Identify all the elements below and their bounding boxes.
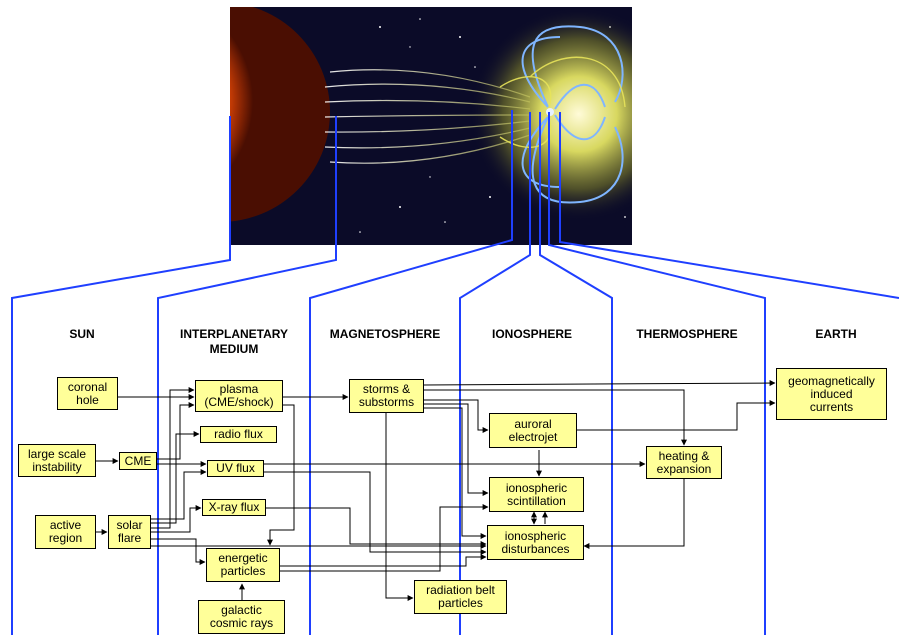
arrow-storms-auroral (424, 399, 489, 433)
magnetosphere-region-line (309, 110, 513, 635)
arrow-cme-plasma (157, 402, 195, 460)
box-active-region: active region (35, 515, 96, 549)
arrow-storms-geo (423, 380, 776, 387)
arrow-xray-dist (266, 507, 487, 547)
box-energetic-particles: energetic particles (206, 548, 280, 582)
box-uv-flux: UV flux (207, 460, 264, 477)
region-header-sun: SUN (69, 327, 95, 341)
box-cme: CME (119, 452, 157, 470)
box-galactic-cosmic-rays: galactic cosmic rays (198, 600, 285, 634)
thermosphere-region-line (539, 112, 613, 635)
arrow-energetic-scint (280, 504, 489, 572)
magnetic-field-lines (521, 25, 624, 204)
box-plasma: plasma (CME/shock) (195, 380, 283, 412)
arrow-storms-radbelt (385, 413, 414, 601)
arrow-energetic-dist (280, 554, 487, 567)
arrow-flare-radio (151, 431, 200, 524)
earth-region-line-a (548, 112, 766, 635)
region-header-interplanetary: INTERPLANETARY MEDIUM (166, 327, 302, 357)
box-radio-flux: radio flux (200, 426, 277, 443)
interplanetary-region-line (157, 116, 337, 635)
region-header-interplanetary-line2: MEDIUM (209, 342, 259, 356)
region-dividers (11, 110, 899, 635)
box-ionospheric-scintillation: ionospheric scintillation (489, 477, 584, 512)
region-header-magnetosphere: MAGNETOSPHERE (329, 327, 441, 341)
arrow-flare-xray (151, 505, 202, 533)
arrow-plasma-energetic (267, 404, 295, 546)
region-header-ionosphere: IONOSPHERE (491, 327, 572, 341)
arrow-auroral-geo (577, 400, 776, 431)
arrow-flare-energetic (151, 538, 206, 565)
region-header-interplanetary-line1: INTERPLANETARY (180, 327, 288, 341)
arrow-storms-dist (424, 407, 487, 539)
box-solar-flare: solar flare (108, 515, 151, 549)
arrow-flare-uv (151, 469, 207, 520)
box-xray-flux: X-ray flux (202, 499, 266, 516)
box-ionospheric-disturbances: ionospheric disturbances (487, 525, 584, 560)
arrow-uv-dist (264, 471, 487, 555)
arrows (96, 380, 776, 601)
box-coronal-hole: coronal hole (57, 377, 118, 410)
sun-disk (230, 7, 330, 222)
arrow-flare-plasma (151, 387, 195, 529)
box-storms-substorms: storms & substorms (349, 379, 424, 413)
ionosphere-region-line (459, 112, 531, 635)
arrow-heating-dist (583, 478, 685, 549)
region-header-thermosphere: THERMOSPHERE (636, 327, 738, 341)
solar-wind-lines (324, 69, 531, 164)
box-radiation-belt-particles: radiation belt particles (414, 580, 507, 614)
box-geomagnetically-induced-currents: geomagnetically induced currents (776, 368, 887, 420)
arrow-storms-heating (424, 389, 687, 446)
arrow-storms-scint (424, 403, 489, 496)
box-large-scale-instability: large scale instability (18, 444, 96, 477)
sun-region-line (11, 116, 231, 635)
box-auroral-electrojet: auroral electrojet (489, 413, 577, 448)
box-heating-expansion: heating & expansion (646, 446, 722, 479)
region-header-earth: EARTH (815, 327, 857, 341)
earth-region-line-b (559, 112, 899, 299)
